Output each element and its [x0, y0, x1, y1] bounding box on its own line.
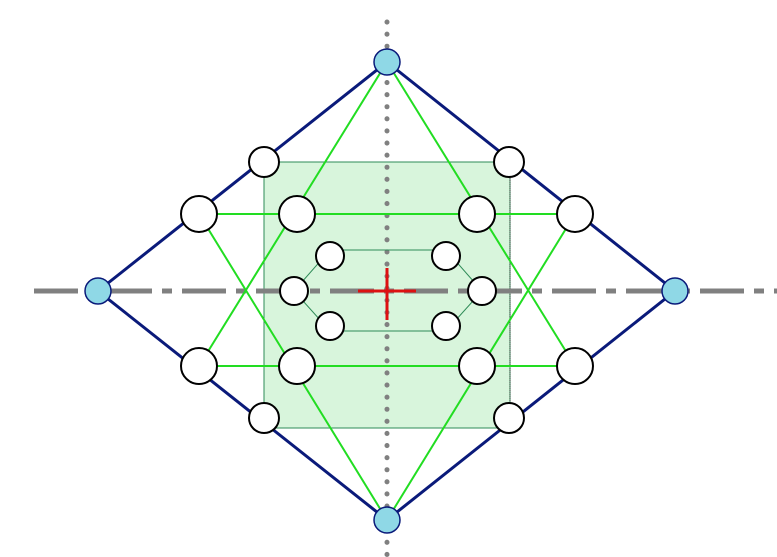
hole	[556, 195, 594, 233]
vertex-right[interactable]	[661, 277, 689, 305]
hole	[493, 402, 525, 434]
hole	[180, 195, 218, 233]
vertex-markers	[84, 48, 689, 534]
outer-holes	[180, 146, 594, 434]
hole	[278, 195, 316, 233]
hole	[431, 241, 461, 271]
hole	[467, 276, 497, 306]
vertex-bottom[interactable]	[373, 506, 401, 534]
hole	[278, 347, 316, 385]
vertex-top[interactable]	[373, 48, 401, 76]
hole	[458, 195, 496, 233]
hole	[279, 276, 309, 306]
vertex-left[interactable]	[84, 277, 112, 305]
hole	[248, 402, 280, 434]
hole	[315, 311, 345, 341]
hole	[556, 347, 594, 385]
hole	[180, 347, 218, 385]
center-mark-icon	[358, 268, 416, 320]
hole	[431, 311, 461, 341]
hole	[248, 146, 280, 178]
hole	[493, 146, 525, 178]
inner-holes	[279, 241, 497, 341]
hole	[315, 241, 345, 271]
hole	[458, 347, 496, 385]
